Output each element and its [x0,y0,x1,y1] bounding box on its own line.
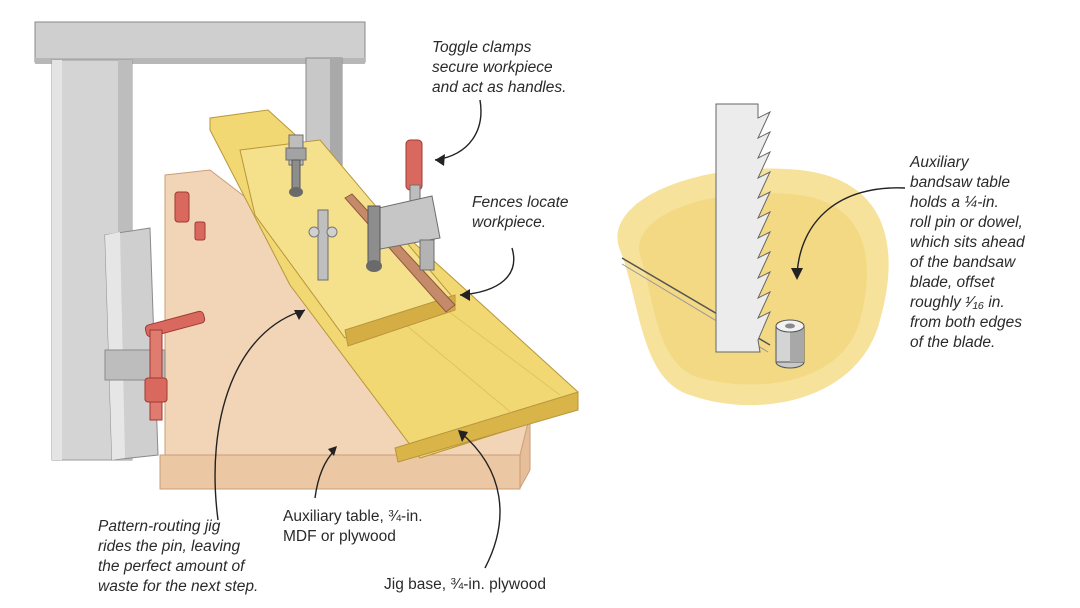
callout-line: of the bandsaw [910,254,1016,271]
callout-line: Pattern-routing jig [98,518,221,535]
callout-line: Auxiliary table, ¾-in. [283,508,423,525]
callout-line: blade, offset [910,274,995,291]
roll-pin-icon [775,319,805,369]
callout-line: MDF or plywood [283,528,396,545]
arrow-fences [459,247,515,296]
callout-line: bandsaw table [910,174,1010,191]
arrow-pattern-jig [214,309,306,521]
callout-line: roll pin or dowel, [910,214,1023,231]
toggle-clamp-icon [285,134,441,272]
callout-aux-table: Auxiliary table, ¾-in. MDF or plywood [283,507,423,547]
arrow-jig-base [459,431,501,569]
callout-jig-base: Jig base, ¾-in. plywood [384,575,546,595]
callout-line: workpiece. [472,214,547,231]
detail-blade-icon [715,103,772,353]
bar-clamp-icon [144,191,206,421]
callout-line: and act as handles. [432,79,567,96]
callout-line: Auxiliary [910,154,969,171]
callout-line: secure workpiece [432,59,553,76]
callout-line: the perfect amount of [98,558,245,575]
callout-arrows [214,99,906,569]
callout-aux-bandsaw-table: Auxiliary bandsaw table holds a ¼-in. ro… [910,153,1025,353]
callout-line: which sits ahead [910,234,1025,251]
callout-line: of the blade. [910,334,996,351]
callout-line: rides the pin, leaving [98,538,241,555]
arrow-aux-bandsaw [796,187,906,276]
callout-line: waste for the next step. [98,578,259,595]
arrowheads [294,154,803,456]
callout-toggle-clamps: Toggle clamps secure workpiece and act a… [432,38,566,98]
callout-pattern-jig: Pattern-routing jig rides the pin, leavi… [98,517,258,597]
callout-line: Jig base, ¾-in. plywood [384,576,546,593]
callout-fences: Fences locate workpiece. [472,193,569,233]
bandsaw-upper-arm [34,21,366,64]
bandsaw-blade-icon [308,209,338,281]
callout-line: Toggle clamps [432,39,532,56]
callout-line: roughly ¹⁄₁₆ in. [910,294,1005,311]
callout-line: from both edges [910,314,1023,331]
arrow-toggle-clamps [434,99,482,161]
callout-line: holds a ¼-in. [910,194,999,211]
callout-line: Fences locate [472,194,569,211]
